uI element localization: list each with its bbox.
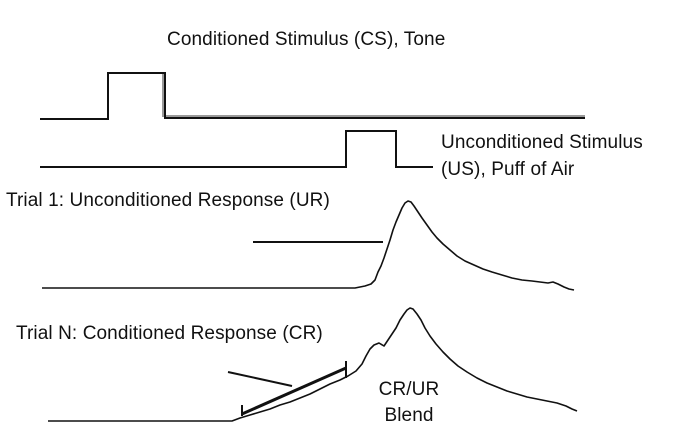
cr-ur-blend-label-line-2: Blend (384, 405, 434, 426)
cr-ur-blend-label-line-1: CR/UR (378, 379, 440, 400)
us-label-line-2: (US), Puff of Air (441, 159, 575, 180)
cr-response-trace (48, 307, 578, 422)
ur-response-trace (42, 200, 575, 291)
cr-bracket-line (241, 366, 347, 416)
trial-1-label: Trial 1: Unconditioned Response (UR) (6, 190, 330, 211)
us-puff-trace (40, 130, 433, 168)
us-label-line-1: Unconditioned Stimulus (441, 132, 643, 153)
trial-n-label: Trial N: Conditioned Response (CR) (16, 323, 323, 344)
cs-tone-trace (40, 72, 585, 120)
cr-arrow (227, 371, 293, 387)
cs-label: Conditioned Stimulus (CS), Tone (167, 29, 446, 50)
cs-trace-shadow (162, 73, 585, 117)
